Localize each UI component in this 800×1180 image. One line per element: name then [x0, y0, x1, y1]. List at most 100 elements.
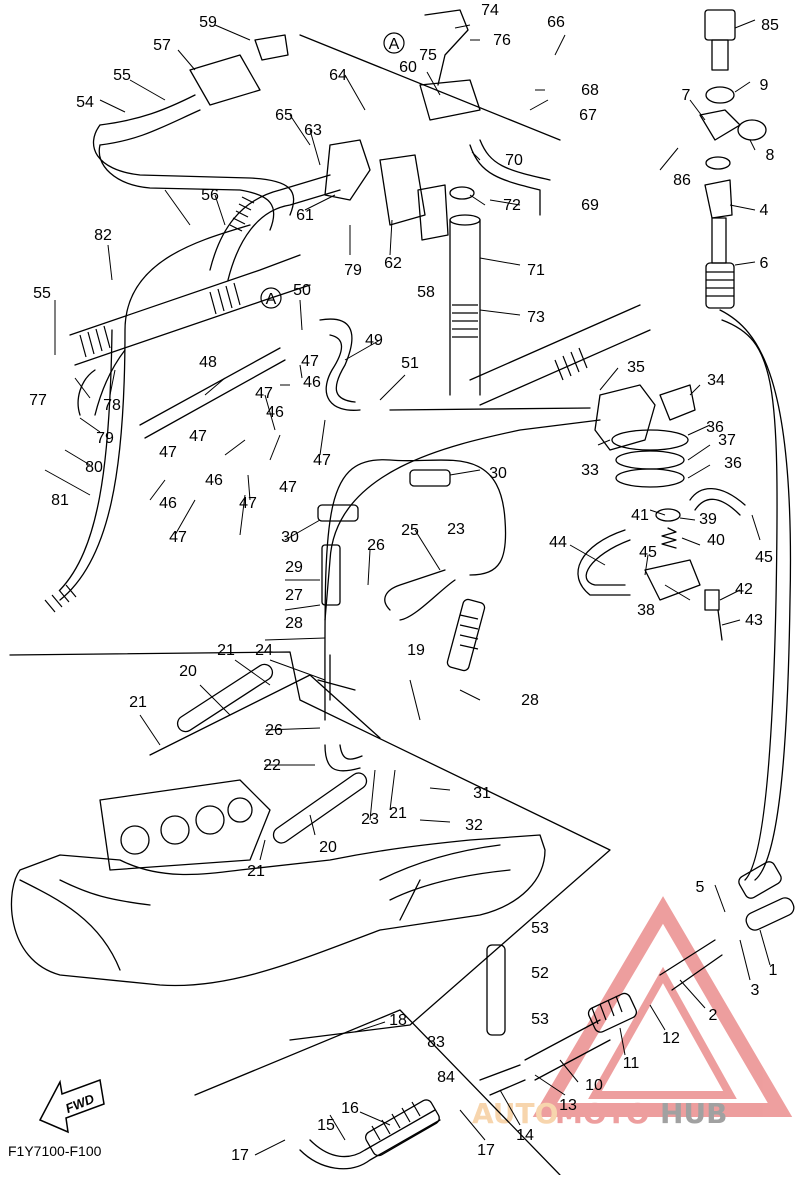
- callout-49: 49: [365, 332, 383, 349]
- callout-47-8: 47: [169, 529, 187, 546]
- callout-80: 80: [85, 459, 103, 476]
- collar-42: [704, 589, 720, 611]
- long-hose-left-inner: [59, 329, 113, 591]
- hose-73-right: [469, 304, 651, 406]
- ribs-73-right: [554, 347, 588, 381]
- callout-7: 7: [682, 87, 691, 104]
- tee-24: [317, 654, 356, 701]
- loop-hose-33: [324, 419, 601, 621]
- ribs-56: [229, 196, 255, 232]
- callout-47-5: 47: [313, 452, 331, 469]
- callout-6: 6: [760, 255, 769, 272]
- group-outline-lower: [194, 1009, 561, 1176]
- exhaust-port-1: [120, 825, 150, 855]
- callout-67: 67: [579, 107, 597, 124]
- ring-8: [737, 119, 767, 141]
- line-51-to-35: [389, 407, 591, 411]
- callout-86: 86: [673, 172, 691, 189]
- clamp-30a: [317, 504, 359, 522]
- callout-56: 56: [201, 187, 219, 204]
- callout-77: 77: [29, 392, 47, 409]
- ribs-77: [79, 282, 241, 358]
- exhaust-manifold: [10, 834, 546, 987]
- callout-16: 16: [341, 1100, 359, 1117]
- bolt-59: [254, 34, 289, 61]
- bracket-7: [699, 109, 741, 141]
- callout-85: 85: [761, 17, 779, 34]
- hose-10: [524, 1019, 611, 1081]
- gasket-36b: [615, 468, 685, 488]
- callout-47-6: 47: [279, 479, 297, 496]
- callout-74: 74: [481, 2, 499, 19]
- callout-39: 39: [699, 511, 717, 528]
- spring-40: [661, 527, 677, 549]
- callout-79-2: 79: [96, 430, 114, 447]
- callout-52: 52: [531, 965, 549, 982]
- gasket-58: [417, 184, 449, 241]
- callout-47-4: 47: [159, 444, 177, 461]
- callout-42: 42: [735, 581, 753, 598]
- callout-32: 32: [465, 817, 483, 834]
- gasket-37: [615, 450, 685, 470]
- callout-21-4: 21: [247, 863, 265, 880]
- watermark-hub: HUB: [660, 1097, 728, 1130]
- bellows-11: [587, 992, 638, 1033]
- callout-66: 66: [547, 14, 565, 31]
- marker-label-top: A: [389, 36, 400, 53]
- drawing-code: F1Y7100-F100: [8, 1143, 102, 1159]
- callout-62: 62: [384, 255, 402, 272]
- callout-36-1: 36: [706, 419, 724, 436]
- pipe-6: [711, 217, 727, 264]
- ribs-19: [459, 614, 479, 650]
- exhaust-flanges: [99, 779, 271, 871]
- callout-68: 68: [581, 82, 599, 99]
- callout-15: 15: [317, 1117, 335, 1134]
- callout-25: 25: [401, 522, 419, 539]
- ring-72: [449, 186, 475, 200]
- callout-5: 5: [696, 879, 705, 896]
- callout-14: 14: [516, 1127, 534, 1144]
- watermark-auto: AUTO: [472, 1097, 558, 1130]
- callout-41: 41: [631, 507, 649, 524]
- callout-13: 13: [559, 1097, 577, 1114]
- fwd-arrow: FWD: [38, 1078, 105, 1134]
- callout-3: 3: [751, 982, 760, 999]
- pipe-20-upper: [176, 663, 274, 733]
- callout-76: 76: [493, 32, 511, 49]
- callout-69: 69: [581, 197, 599, 214]
- ring-9: [705, 86, 735, 104]
- callout-9: 9: [760, 77, 769, 94]
- callout-75: 75: [419, 47, 437, 64]
- bolt-43: [717, 609, 723, 641]
- bellows-16: [365, 1099, 440, 1157]
- thermostat-housing-33: [594, 384, 656, 451]
- exhaust-port-4: [227, 797, 253, 823]
- body-61: [324, 139, 371, 201]
- callout-21-3: 21: [389, 805, 407, 822]
- callout-43: 43: [745, 612, 763, 629]
- fitting-14: [479, 1064, 526, 1096]
- callout-36-2: 36: [724, 455, 742, 472]
- long-hose-right-inner: [721, 319, 778, 881]
- callout-58: 58: [417, 284, 435, 301]
- callout-1: 1: [769, 962, 778, 979]
- clamp-30b: [409, 469, 451, 487]
- ribs-6: [706, 271, 734, 297]
- callout-11: 11: [623, 1055, 640, 1072]
- callout-20-1: 20: [179, 663, 197, 680]
- callout-17-1: 17: [231, 1147, 249, 1164]
- callout-46-4: 46: [159, 495, 177, 512]
- hose-49: [319, 318, 361, 411]
- neck-4: [704, 179, 733, 219]
- callout-34: 34: [707, 372, 725, 389]
- callout-57: 57: [153, 37, 171, 54]
- hose-25: [384, 569, 456, 621]
- callout-47-1: 47: [301, 353, 319, 370]
- hose-44: [577, 529, 631, 596]
- callout-78: 78: [103, 397, 121, 414]
- hose-73-body: [449, 219, 481, 396]
- callout-17-2: 17: [477, 1142, 495, 1159]
